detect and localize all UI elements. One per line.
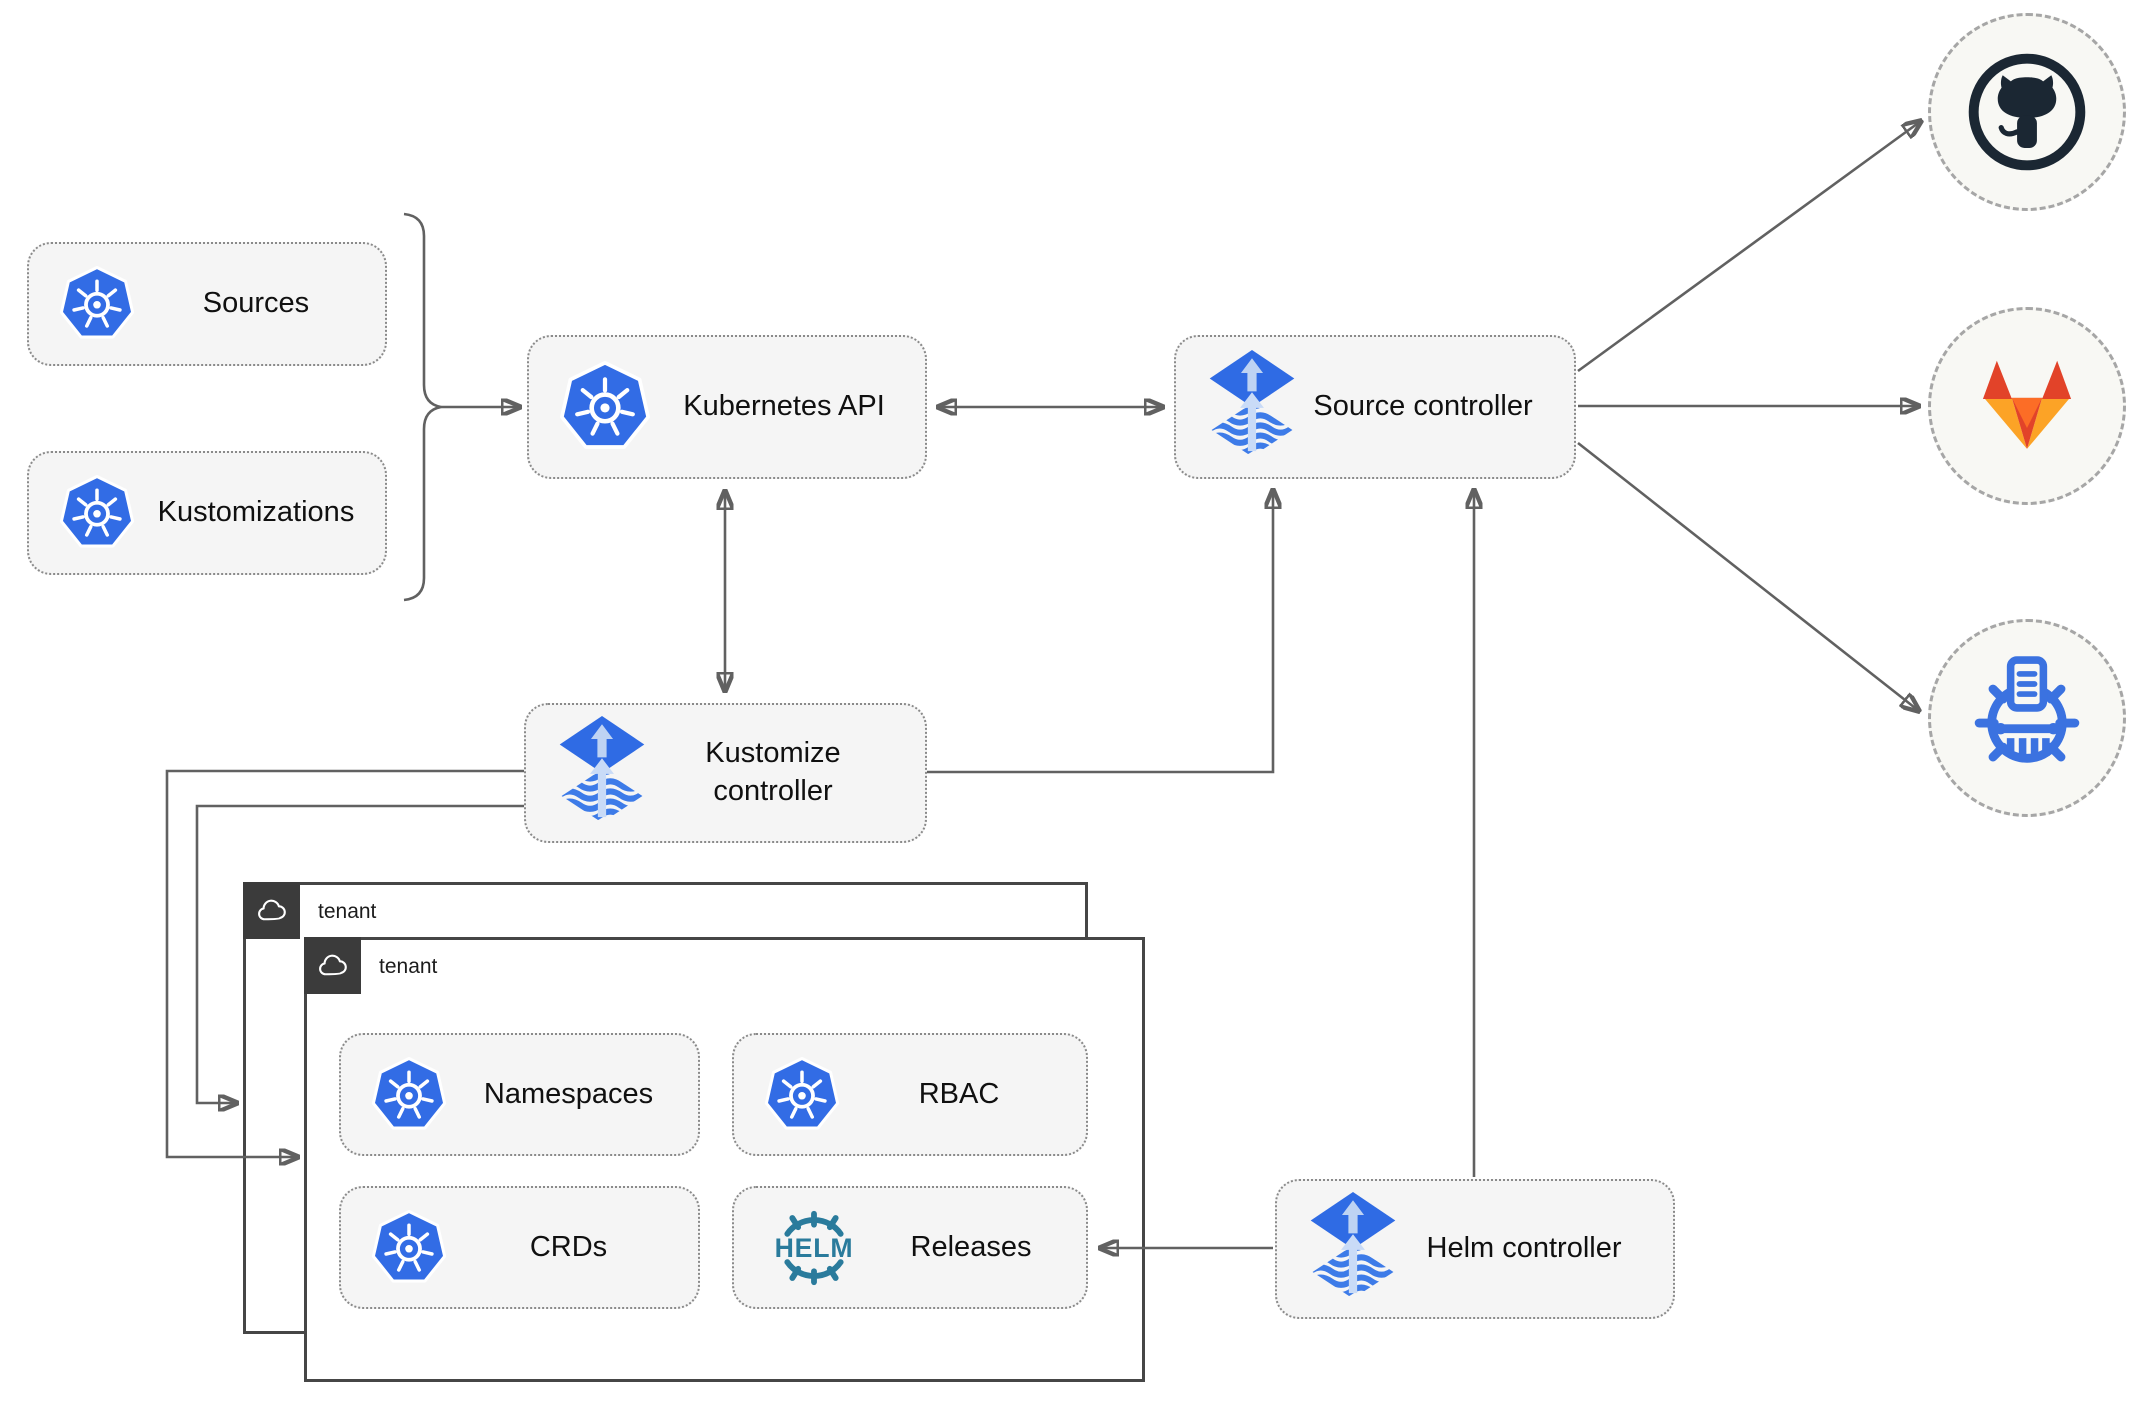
namespaces-label: Namespaces — [483, 1077, 654, 1110]
helm-controller-node: Helm controller — [1275, 1179, 1675, 1319]
releases-label: Releases — [910, 1230, 1032, 1263]
kubernetes-icon — [59, 266, 135, 342]
crds-node: CRDs — [339, 1186, 700, 1309]
kubernetes-api-label: Kubernetes API — [683, 390, 885, 423]
tenant-front-label: tenant — [379, 955, 438, 978]
tenant-front-header — [304, 937, 361, 994]
kustomize-controller-label: Kustomize controller — [705, 737, 841, 807]
kubernetes-api-node: Kubernetes API — [527, 335, 927, 479]
rbac-node: RBAC — [732, 1033, 1088, 1156]
arrow-source-controller-to-chartmuseum — [1577, 441, 1919, 711]
flux-icon — [1206, 350, 1298, 464]
kubernetes-icon — [371, 1057, 447, 1133]
source-controller-label: Source controller — [1313, 390, 1533, 423]
kubernetes-icon — [764, 1057, 840, 1133]
helm-icon: HELM — [764, 1209, 864, 1287]
kustomize-controller-node: Kustomize controller — [524, 703, 927, 843]
cloud-icon — [254, 893, 290, 929]
kustomizations-label: Kustomizations — [157, 496, 355, 529]
kubernetes-icon — [371, 1210, 447, 1286]
sources-label: Sources — [202, 287, 310, 320]
gitlab-icon — [1969, 356, 2085, 456]
sources-node: Sources — [27, 242, 387, 366]
helm-controller-label: Helm controller — [1426, 1232, 1622, 1265]
flux-icon — [1307, 1192, 1399, 1306]
tenant-back-header — [243, 882, 300, 939]
arrow-kustomize-controller-to-source-controller — [927, 490, 1273, 774]
github-icon — [1965, 50, 2089, 174]
tenant-back-label: tenant — [318, 900, 377, 923]
source-controller-node: Source controller — [1174, 335, 1576, 479]
helm-wordmark: HELM — [775, 1233, 854, 1263]
chartmuseum-icon — [1964, 655, 2090, 781]
kustomizations-node: Kustomizations — [27, 451, 387, 575]
releases-node: HELM Releases — [732, 1186, 1088, 1309]
rbac-label: RBAC — [918, 1077, 1000, 1110]
tenant-box-front: tenant — [304, 937, 1145, 1382]
chartmuseum-endpoint — [1928, 619, 2126, 817]
cloud-icon — [315, 948, 351, 984]
arrow-source-controller-to-github — [1577, 121, 1921, 373]
namespaces-node: Namespaces — [339, 1033, 700, 1156]
crds-label: CRDs — [529, 1230, 608, 1263]
kubernetes-icon — [59, 475, 135, 551]
github-endpoint — [1928, 13, 2126, 211]
kubernetes-icon — [559, 361, 651, 453]
flux-icon — [556, 716, 648, 830]
gitlab-endpoint — [1928, 307, 2126, 505]
brace-sources-kustomizations — [403, 212, 442, 602]
